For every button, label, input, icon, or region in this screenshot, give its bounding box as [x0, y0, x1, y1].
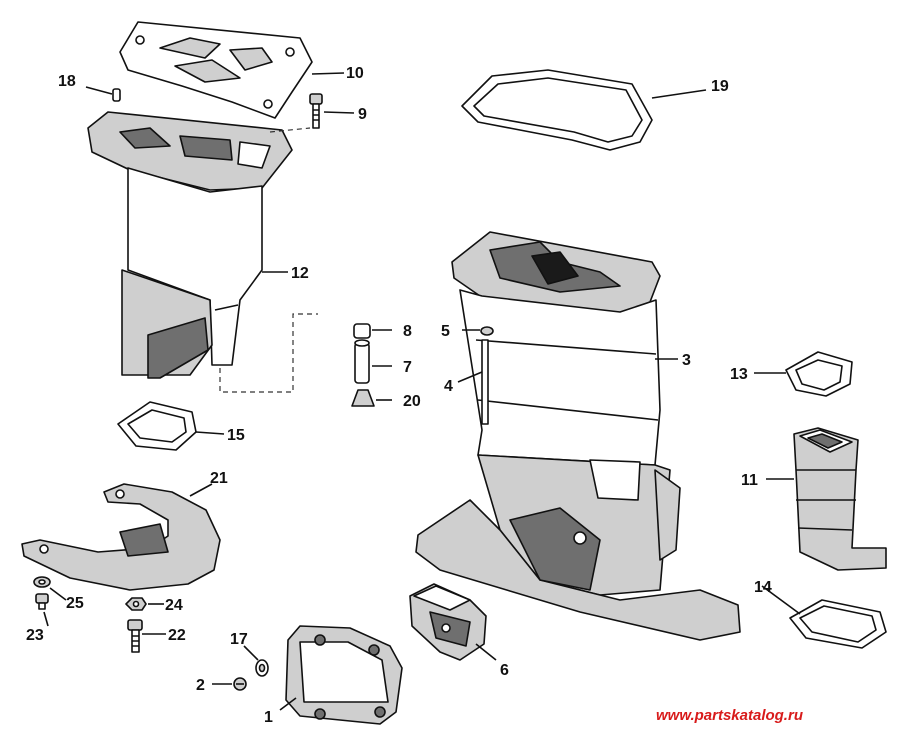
part-7-water-tube[interactable] [354, 339, 370, 384]
part-4-stud[interactable] [481, 339, 489, 425]
callout-8: 8 [403, 323, 412, 340]
callout-5: 5 [441, 323, 450, 340]
part-14-seal[interactable] [789, 599, 887, 649]
callout-12: 12 [291, 265, 309, 282]
callout-23: 23 [26, 627, 44, 644]
part-1-cover[interactable] [285, 625, 403, 725]
callout-2: 2 [196, 677, 205, 694]
callout-10: 10 [346, 65, 364, 82]
part-6-mount[interactable] [409, 583, 487, 661]
part-10-gasket[interactable] [119, 21, 313, 119]
callout-19: 19 [711, 78, 729, 95]
part-20-grommet[interactable] [351, 389, 375, 407]
part-9-bolt[interactable] [309, 93, 323, 129]
callout-11: 11 [741, 472, 758, 489]
part-12-exhaust-housing[interactable] [87, 111, 293, 379]
part-17-washer[interactable] [255, 659, 269, 677]
callout-3: 3 [682, 352, 691, 369]
part-18-dowel-pin[interactable] [112, 88, 121, 102]
callout-14: 14 [754, 579, 772, 596]
callout-20: 20 [403, 393, 421, 410]
part-5-washer[interactable] [480, 326, 494, 336]
callout-22: 22 [168, 627, 186, 644]
part-23-bolt[interactable] [35, 593, 49, 610]
part-3-driveshaft-housing[interactable] [415, 231, 741, 641]
part-25-washer[interactable] [33, 576, 51, 588]
leader-lines [43, 72, 801, 711]
callout-13: 13 [730, 366, 748, 383]
callout-25: 25 [66, 595, 84, 612]
callout-1: 1 [264, 709, 273, 726]
callout-17: 17 [230, 631, 248, 648]
part-2-screw[interactable] [233, 677, 247, 691]
callout-6: 6 [500, 662, 509, 679]
part-22-bolt[interactable] [127, 619, 143, 653]
callout-labels: 10 18 9 12 8 7 20 15 19 3 5 4 13 11 14 2… [26, 65, 772, 726]
part-15-seal[interactable] [117, 401, 197, 451]
part-11-intake-boot[interactable] [793, 427, 887, 571]
part-8-grommet[interactable] [353, 323, 371, 339]
callout-24: 24 [165, 597, 183, 614]
callout-21: 21 [210, 470, 228, 487]
callout-7: 7 [403, 359, 412, 376]
dashed-leader-tube [219, 313, 318, 393]
callout-4: 4 [444, 378, 453, 395]
part-24-nut[interactable] [125, 597, 147, 611]
part-19-seal-ring[interactable] [461, 69, 653, 151]
part-21-plate[interactable] [21, 483, 221, 591]
callout-18: 18 [58, 73, 76, 90]
part-13-seal[interactable] [785, 351, 853, 397]
callout-15: 15 [227, 427, 245, 444]
callout-9: 9 [358, 106, 367, 123]
watermark-text: www.partskatalog.ru [656, 707, 803, 724]
dashed-leader-bolt [269, 127, 311, 133]
